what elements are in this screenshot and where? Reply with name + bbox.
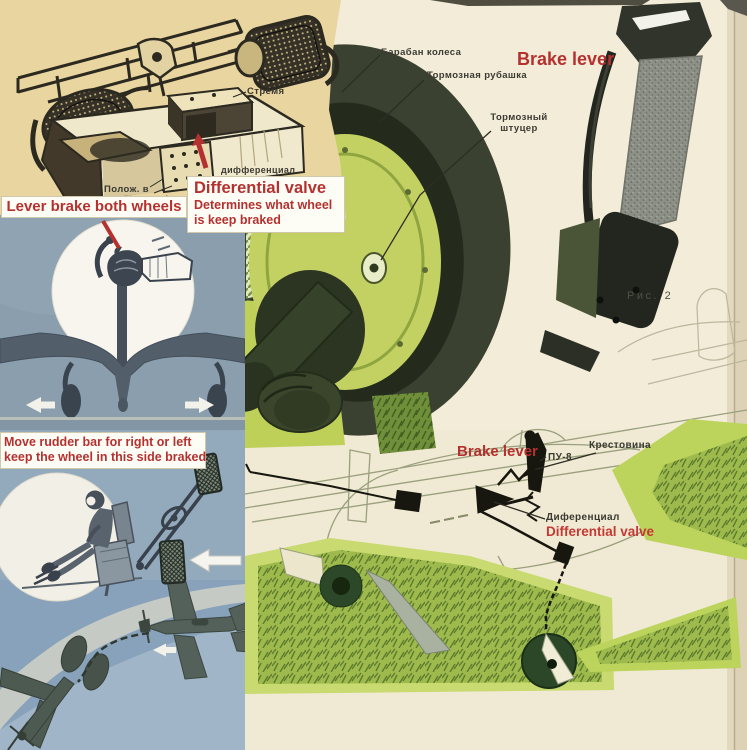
- small-left-arrow-icon: [153, 643, 176, 657]
- figure-caption: Рис. 2: [627, 290, 674, 302]
- stirrup-label: Стремя: [247, 86, 285, 97]
- brake-lever-annotation-diagram: Brake lever: [457, 443, 538, 460]
- red-arrow-to-valve: [192, 133, 209, 169]
- differential-valve-title: Differential valve: [194, 179, 327, 197]
- pilot-rudder-illustration: [0, 430, 245, 750]
- move-rudder-line2: keep the wheel in this side braked: [4, 450, 207, 464]
- pu8-unit-label: ПУ-8: [548, 452, 572, 463]
- brake-fitting-label: Тормозный штуцер: [487, 112, 551, 134]
- rudder-bar-mechanism: [136, 452, 223, 585]
- brake-system-diagram: [245, 430, 575, 630]
- brake-fitting-line1: Тормозный: [490, 112, 548, 123]
- turn-path-dashed-line: [76, 631, 150, 683]
- differential-label-top: дифференциал: [221, 165, 296, 175]
- taxiing-aircraft-illustration: [0, 579, 245, 750]
- differential-valve-desc-line2: is keep braked: [194, 213, 281, 227]
- lever-brake-annotation: Lever brake both wheels: [1, 196, 187, 218]
- red-leader-line: [101, 219, 121, 250]
- rudder-pedal-assembly-drawing: [0, 0, 346, 219]
- brake-fitting-line2: штуцер: [500, 123, 538, 134]
- big-left-arrow-icon: [189, 548, 242, 573]
- brake-lever-photo: [540, 2, 712, 372]
- aircraft-top-view-right: [138, 579, 245, 680]
- differential-label-diagram: Диференциал: [546, 512, 620, 523]
- pilot-sketch: [21, 490, 143, 597]
- move-rudder-line1: Move rudder bar for right or left: [4, 435, 192, 449]
- crosspiece-label: Крестовина: [589, 440, 651, 451]
- right-arrow-icon: [185, 397, 214, 413]
- differential-valve-annotation-diagram: Differential valve: [546, 524, 655, 539]
- aircraft-line-drawing: [244, 392, 747, 694]
- left-arrow-icon: [26, 397, 55, 413]
- move-rudder-annotation: Move rudder bar for right or left keep t…: [0, 432, 206, 469]
- ghost-aircraft-outline: [617, 288, 747, 385]
- position-label: Полож. в: [104, 184, 150, 195]
- differential-valve-annotation: Differential valve Determines what wheel…: [187, 176, 345, 233]
- label-leader-lines: [341, 54, 597, 520]
- grass-patch-small: [372, 392, 436, 454]
- hand-on-stick-illustration: [0, 215, 245, 432]
- brake-lever-annotation-top: Brake lever: [517, 49, 615, 69]
- brake-jacket-label: Тормозная рубашка: [427, 70, 528, 81]
- hand-grip-sketch: [94, 236, 194, 363]
- aircraft-front-silhouette: [0, 332, 245, 418]
- differential-valve-desc-line1: Determines what wheel: [194, 198, 333, 212]
- wheel-drum-label: Барабан колеса: [381, 47, 462, 58]
